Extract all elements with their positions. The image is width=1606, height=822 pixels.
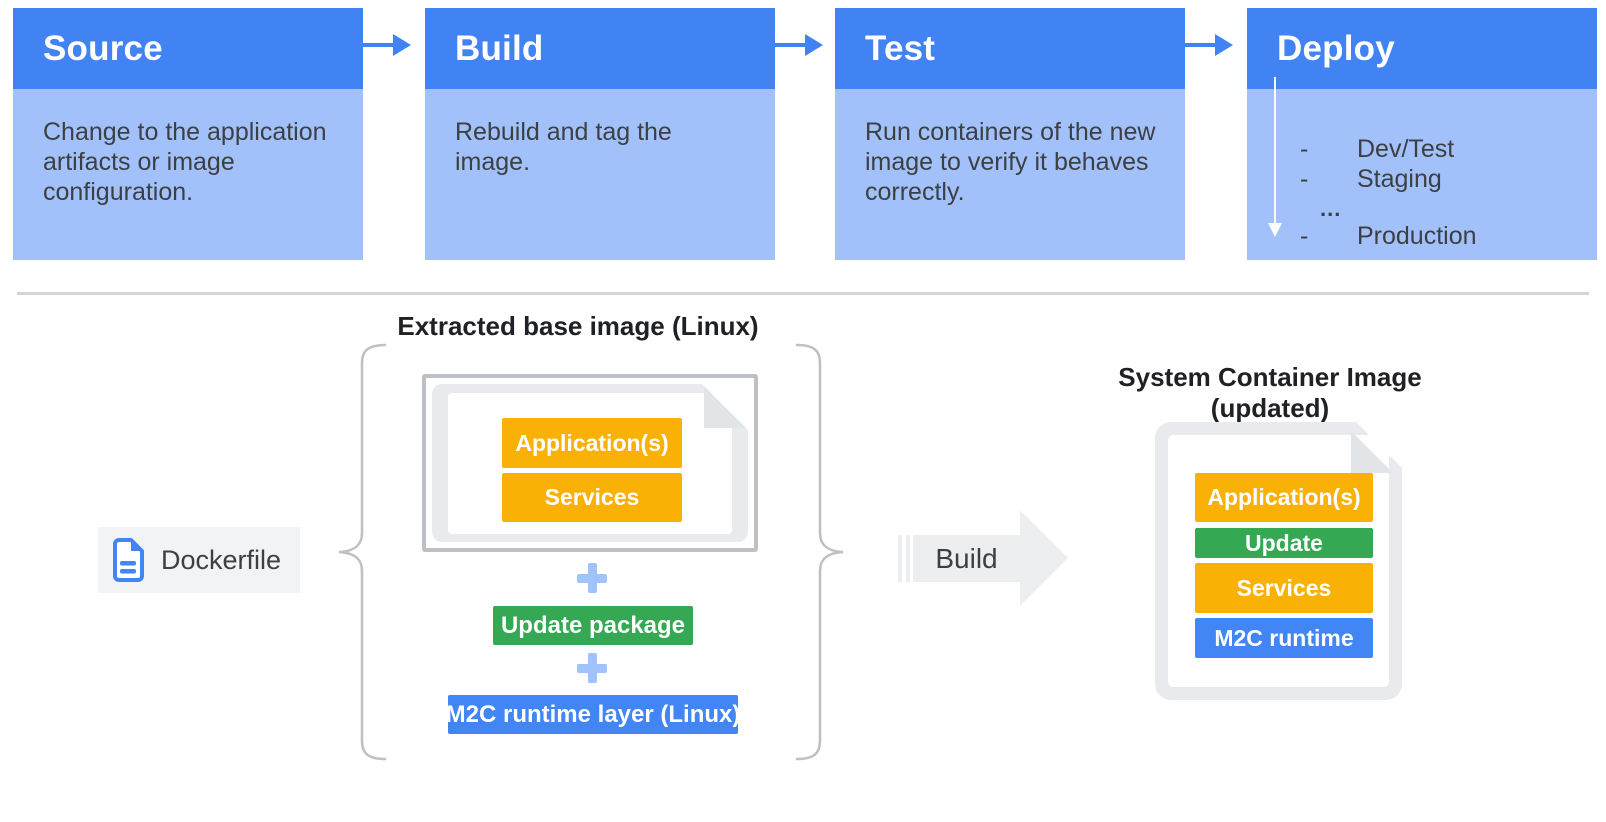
plus-icon [577, 563, 607, 593]
layer-services: Services [1195, 563, 1373, 613]
left-brace-icon [338, 343, 387, 761]
system-container-image-title: System Container Image (updated) [1118, 362, 1422, 423]
layer-m2c-runtime: M2C runtime [1195, 618, 1373, 658]
stage-deploy: Deploy - Dev/Test - Staging ... - Produc… [1247, 8, 1597, 260]
stage-test: Test Run containers of the new image to … [835, 8, 1185, 260]
section-divider [17, 292, 1589, 295]
arrow-right-icon [1185, 34, 1233, 56]
deploy-item-label: Dev/Test [1357, 135, 1455, 163]
stage-deploy-title: Deploy [1247, 8, 1597, 89]
plus-icon [577, 653, 607, 683]
document-icon [113, 538, 144, 582]
arrow-down-icon [1274, 77, 1276, 223]
layer-update: Update [1195, 528, 1373, 558]
deploy-item-production: - Production [1300, 222, 1477, 250]
arrow-right-icon [775, 34, 823, 56]
system-container-image-doc: Application(s) Update Services M2C runti… [1155, 422, 1402, 700]
layer-applications: Application(s) [1195, 473, 1373, 522]
dockerfile-label: Dockerfile [161, 544, 282, 575]
motion-bar-icon [898, 535, 902, 582]
stage-build-description: Rebuild and tag the image. [425, 89, 775, 260]
deploy-item-staging: - Staging [1300, 165, 1442, 193]
stage-deploy-body [1247, 89, 1597, 260]
m2c-runtime-layer-bar: M2C runtime layer (Linux) [446, 695, 740, 734]
stage-test-title: Test [835, 8, 1185, 89]
layer-applications: Application(s) [502, 418, 682, 468]
dockerfile-chip: Dockerfile [98, 527, 300, 593]
arrow-head-icon [1020, 510, 1068, 606]
stage-source: Source Change to the application artifac… [13, 8, 363, 260]
stage-source-title: Source [13, 8, 363, 89]
arrow-right-icon [363, 34, 411, 56]
build-arrow: Build [898, 510, 1070, 606]
deploy-item-label: Staging [1357, 165, 1442, 193]
update-package-bar: Update package [493, 606, 693, 645]
deploy-item-ellipsis: ... [1320, 196, 1342, 221]
layer-services: Services [502, 473, 682, 522]
stage-test-description: Run containers of the new image to verif… [835, 89, 1185, 260]
right-brace-icon [795, 343, 844, 761]
deploy-item-label: Production [1357, 222, 1477, 250]
deploy-item-devtest: - Dev/Test [1300, 135, 1455, 163]
extracted-base-image-title: Extracted base image (Linux) [397, 311, 759, 341]
stage-source-description: Change to the application artifacts or i… [13, 89, 363, 260]
arrow-down-head-icon [1268, 223, 1282, 237]
stage-build-title: Build [425, 8, 775, 89]
motion-bar-icon [906, 535, 910, 582]
build-arrow-label: Build [913, 535, 1020, 582]
stage-build: Build Rebuild and tag the image. [425, 8, 775, 260]
